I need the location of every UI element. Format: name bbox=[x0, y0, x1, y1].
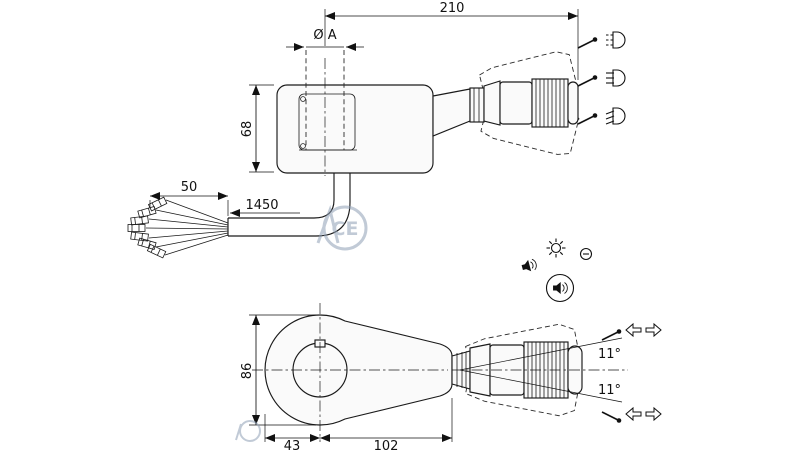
horn-icon bbox=[520, 257, 539, 274]
watermark-logo: CE bbox=[316, 204, 368, 251]
lever-position-flash-icon bbox=[577, 32, 625, 49]
dimension-43-102: 43 102 bbox=[264, 398, 453, 450]
dimension-210: 210 bbox=[324, 1, 579, 80]
light-off-icon bbox=[579, 247, 593, 261]
turn-right-arrow-icon bbox=[645, 407, 662, 421]
dim-43-label: 43 bbox=[284, 439, 301, 450]
light-on-icon bbox=[546, 238, 566, 258]
top-view: 210 Ø A 68 50 1450 bbox=[127, 1, 625, 259]
turn-left-arrow-icon bbox=[625, 323, 642, 337]
dimension-1450: 1450 bbox=[230, 198, 300, 217]
turn-signal-lower-icon bbox=[601, 407, 662, 424]
knob-function-icons bbox=[520, 238, 593, 303]
dimension-68: 68 bbox=[240, 84, 274, 173]
angle-upper-label: 11° bbox=[598, 347, 621, 362]
horn-button-icon bbox=[545, 273, 575, 303]
lever-position-low-beam-icon bbox=[577, 108, 625, 125]
switch-body-plan bbox=[252, 303, 453, 442]
turn-signal-icons bbox=[601, 323, 662, 424]
turn-right-arrow-icon bbox=[645, 323, 662, 337]
lever-side bbox=[432, 78, 579, 137]
angle-lines: 11° 11° bbox=[452, 337, 628, 403]
turn-left-arrow-icon bbox=[625, 407, 642, 421]
headlight-high-beam-icon bbox=[606, 70, 625, 86]
headlight-flash-icon bbox=[606, 32, 625, 48]
function-icons-top bbox=[577, 32, 625, 125]
dim-diameter-label: Ø A bbox=[313, 28, 336, 43]
watermark-logo-small bbox=[235, 420, 261, 442]
angle-lower-label: 11° bbox=[598, 383, 621, 398]
knurled-grip bbox=[531, 78, 569, 128]
bottom-view: 11° 11° 86 43 102 bbox=[240, 303, 662, 450]
dim-86-label: 86 bbox=[240, 363, 255, 380]
wire-fan bbox=[145, 199, 229, 256]
turn-signal-upper-icon bbox=[601, 323, 662, 341]
headlight-low-beam-icon bbox=[606, 108, 625, 124]
switch-body-side bbox=[276, 50, 434, 176]
watermark-text: CE bbox=[332, 218, 359, 240]
dim-68-label: 68 bbox=[240, 121, 255, 138]
dim-50-label: 50 bbox=[181, 180, 198, 195]
wire-terminals bbox=[127, 196, 168, 259]
lever-alt-position-up bbox=[478, 51, 579, 113]
dimension-50: 50 bbox=[149, 180, 229, 216]
dimension-86: 86 bbox=[240, 314, 316, 426]
lever-position-high-beam-icon bbox=[577, 70, 625, 87]
dim-102-label: 102 bbox=[374, 439, 399, 450]
dim-1450-label: 1450 bbox=[245, 198, 278, 213]
cable bbox=[127, 173, 351, 259]
dimension-diameter-a: Ø A bbox=[286, 28, 364, 51]
dim-210-label: 210 bbox=[440, 1, 465, 16]
